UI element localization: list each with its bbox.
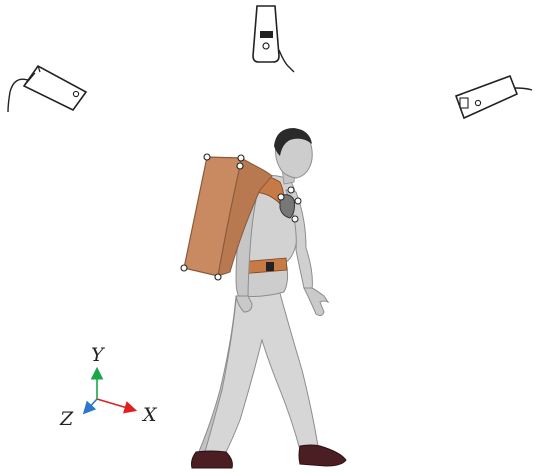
x-axis-label: X [141, 404, 158, 426]
camera-top-icon [253, 6, 294, 72]
camera-left-icon [8, 66, 86, 112]
y-axis-label: Y [91, 344, 106, 366]
camera-right-icon [456, 76, 532, 118]
coordinate-frame-icon: Y X Z [59, 344, 158, 430]
z-axis-label: Z [59, 408, 74, 430]
x-axis-arrow [97, 399, 134, 410]
z-axis-arrow [85, 399, 97, 412]
